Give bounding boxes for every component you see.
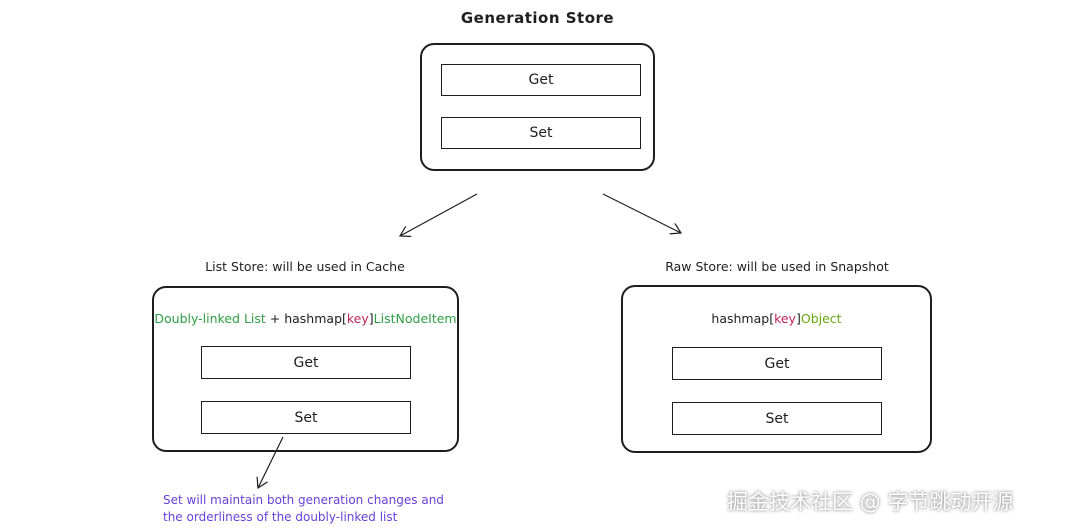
raw-store-title: Raw Store: will be used in Snapshot xyxy=(665,259,889,274)
raw-store-box xyxy=(621,285,932,453)
note-line-2: the orderliness of the doubly-linked lis… xyxy=(163,510,398,524)
watermark: 掘金技术社区 @ 字节跳动开源 xyxy=(727,490,1014,514)
set-behavior-note: Set will maintain both generation change… xyxy=(163,492,444,526)
arrow-to-list-store xyxy=(400,193,478,236)
generation-store-box xyxy=(420,43,655,171)
formula-hashmap-open: hashmap[ xyxy=(711,311,775,326)
list-store-set-button[interactable]: Set xyxy=(201,401,411,434)
formula-hashmap-open: + hashmap[ xyxy=(265,311,347,326)
list-store-get-button[interactable]: Get xyxy=(201,346,411,379)
raw-store-get-button[interactable]: Get xyxy=(672,347,882,380)
generation-store-set-button[interactable]: Set xyxy=(441,117,641,149)
generation-store-get-button[interactable]: Get xyxy=(441,64,641,96)
list-store-title: List Store: will be used in Cache xyxy=(205,259,405,274)
raw-store-formula: hashmap[key]Object xyxy=(621,311,932,326)
formula-object: Object xyxy=(800,311,842,326)
formula-key: key xyxy=(346,311,369,326)
formula-doubly-linked-list: Doubly-linked List xyxy=(154,311,266,326)
formula-bracket-close: ] xyxy=(795,311,801,326)
list-store-box xyxy=(152,286,459,452)
raw-store-set-button[interactable]: Set xyxy=(672,402,882,435)
formula-key: key xyxy=(774,311,796,326)
formula-bracket-close: ] xyxy=(368,311,374,326)
list-store-formula: Doubly-linked List + hashmap[key]ListNod… xyxy=(152,311,459,326)
note-line-1: Set will maintain both generation change… xyxy=(163,493,444,507)
arrow-to-raw-store xyxy=(602,193,681,233)
formula-list-node-item: ListNodeItem xyxy=(373,311,457,326)
generation-store-title: Generation Store xyxy=(460,9,615,27)
